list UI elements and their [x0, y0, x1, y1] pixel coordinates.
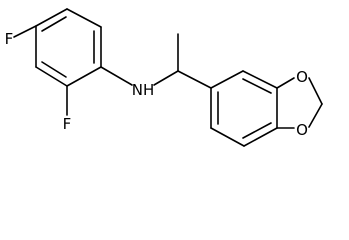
fluorine-label-bottom: F [63, 115, 72, 133]
oxygen-label-lower: O [296, 121, 308, 139]
amine-nh-label: NH [132, 81, 155, 99]
fluorine-label-top: F [5, 30, 14, 48]
amine-linker [100, 33, 212, 89]
chemical-structure: F F NH O O [5, 8, 323, 147]
oxygen-label-upper: O [296, 68, 308, 86]
difluorophenyl-ring [13, 8, 102, 116]
benzodioxole-ring [210, 70, 323, 147]
